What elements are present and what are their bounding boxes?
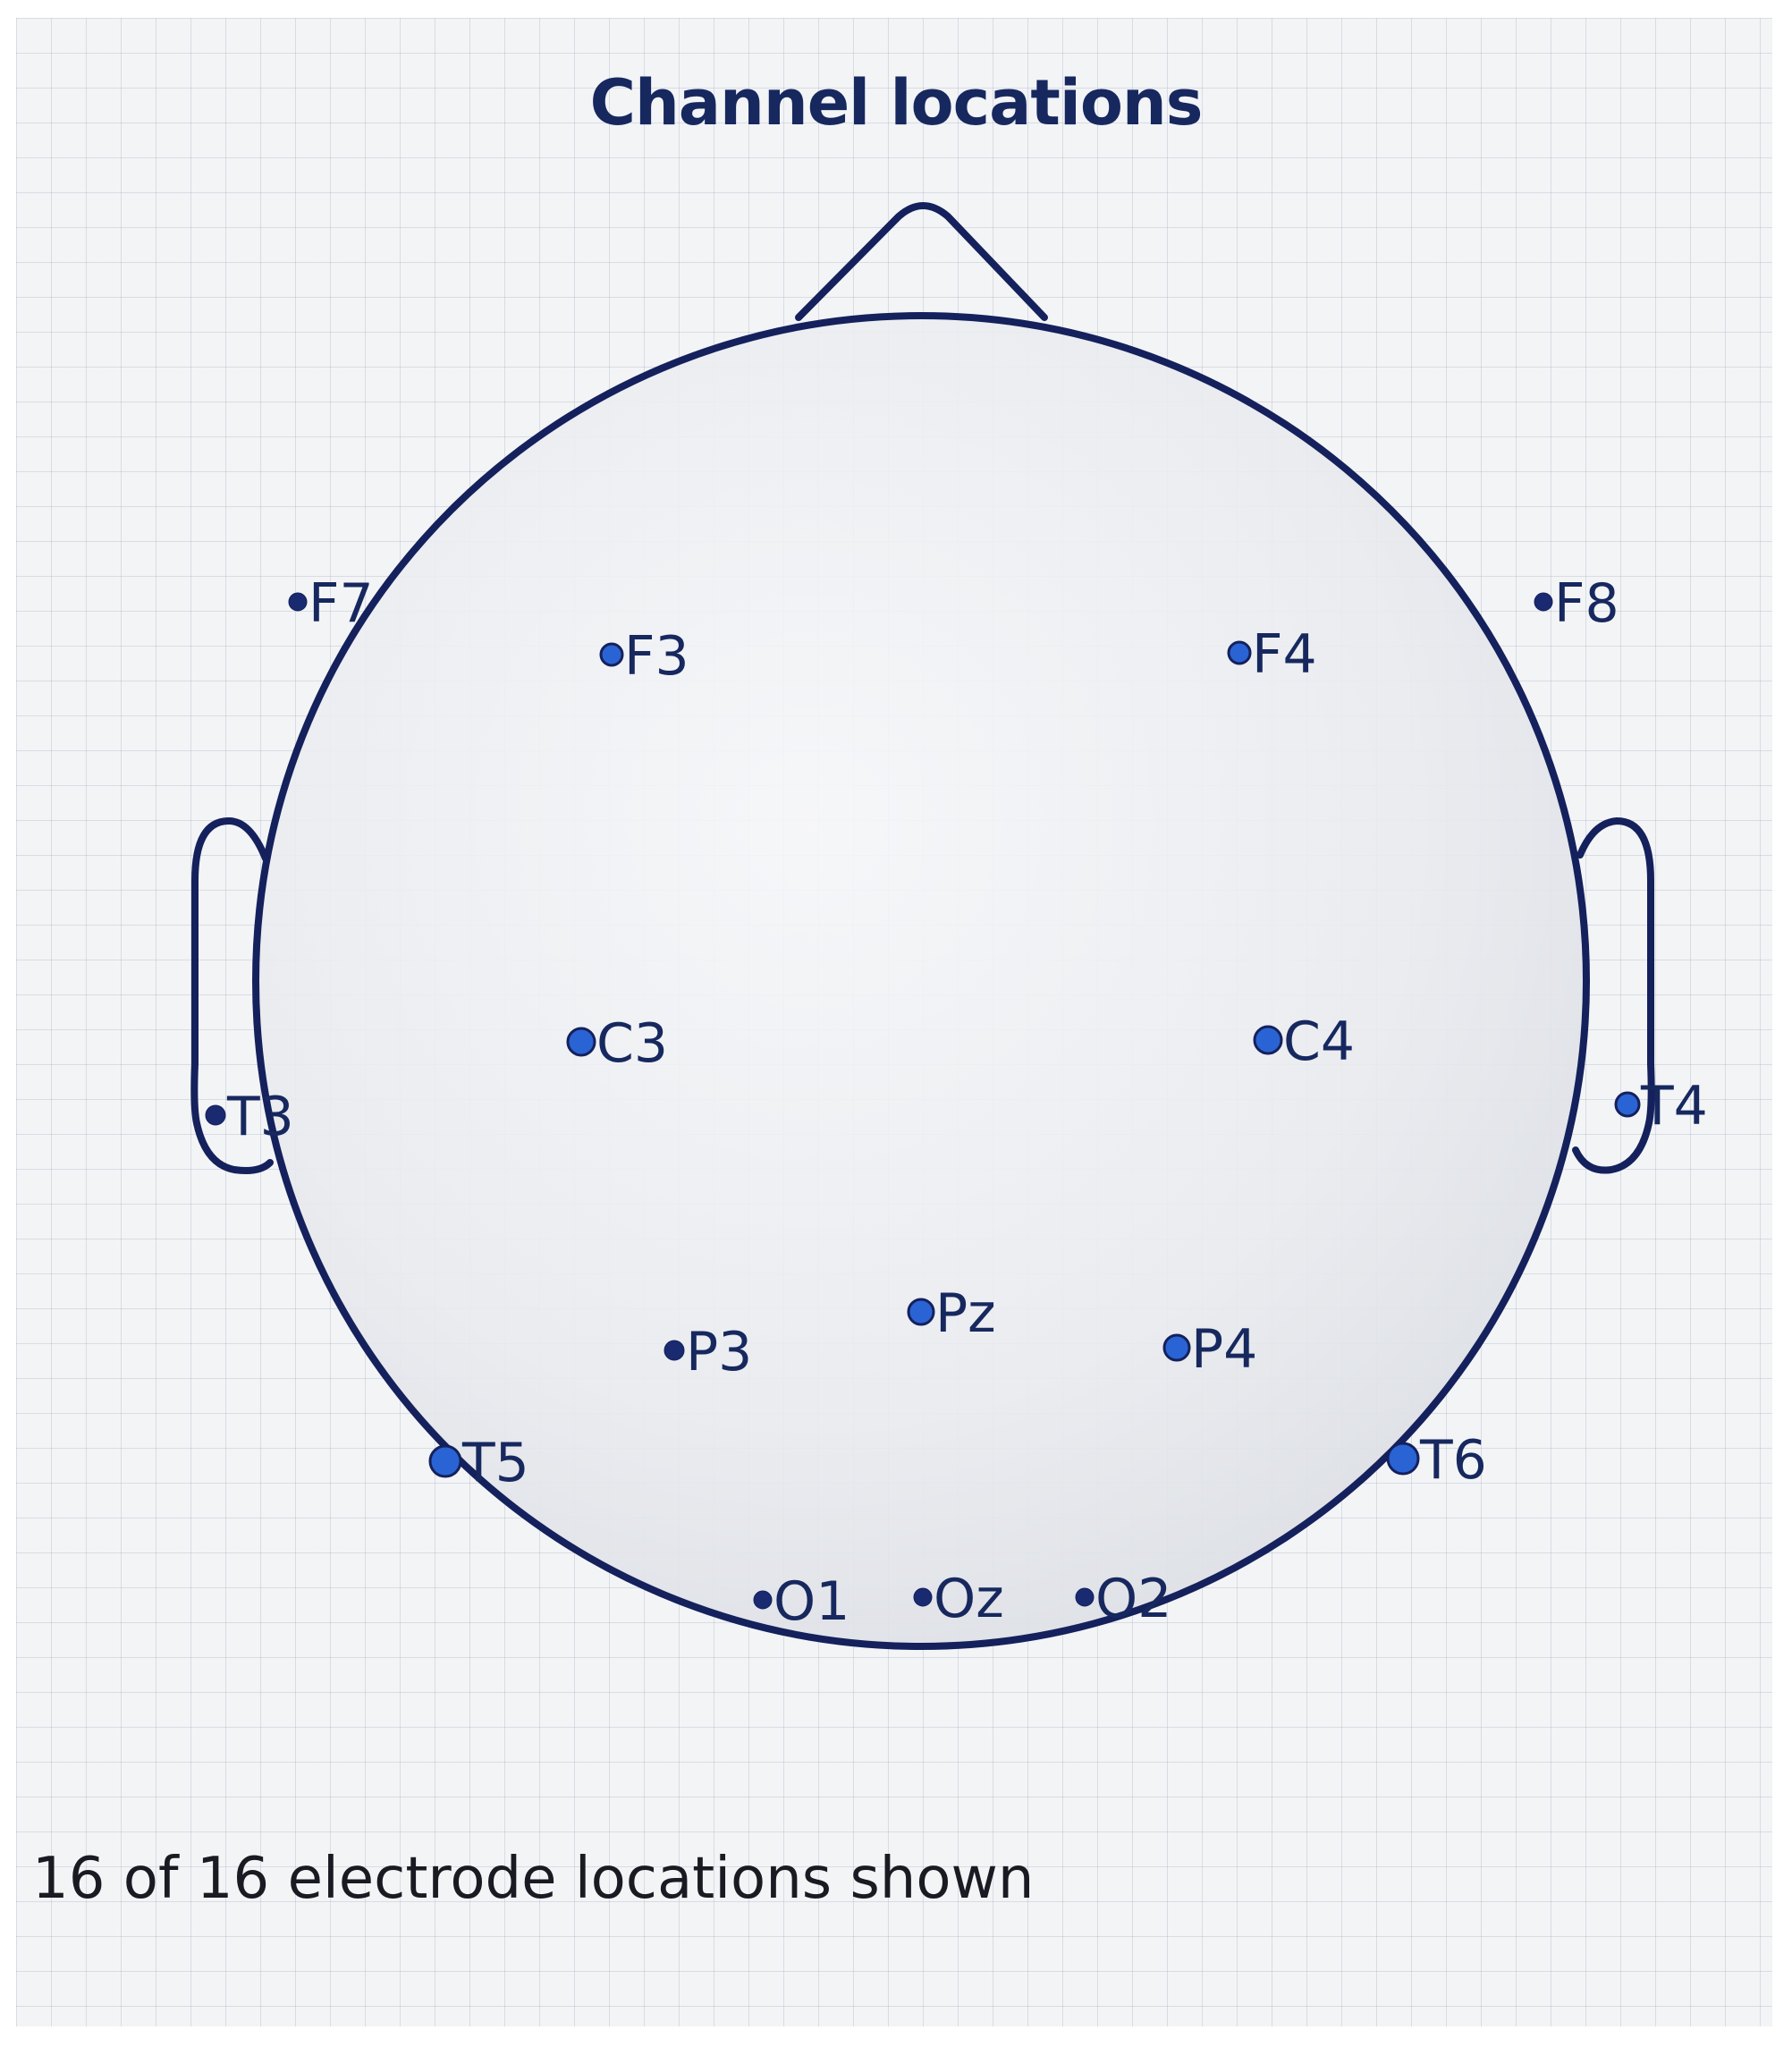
electrode-t5: T5: [428, 1432, 529, 1494]
electrode-label: F7: [309, 572, 374, 635]
nose: [795, 202, 1048, 321]
electrode-f4: F4: [1227, 623, 1317, 686]
electrode-p3: P3: [664, 1321, 752, 1383]
electrode-f7: F7: [288, 572, 374, 635]
electrode-label: T4: [1640, 1075, 1708, 1138]
electrode-dot: [753, 1590, 773, 1610]
head-outline: [252, 312, 1590, 1650]
left-ear-outline: [190, 817, 274, 1174]
electrode-t6: T6: [1386, 1429, 1487, 1492]
electrode-dot: [205, 1104, 226, 1126]
electrode-label: F3: [624, 625, 689, 688]
electrode-o1: O1: [753, 1570, 850, 1633]
electrode-p4: P4: [1162, 1318, 1257, 1381]
electrode-label: F4: [1252, 623, 1317, 686]
channel-count-text: 16 of 16 electrode locations shown: [32, 1846, 1035, 1912]
electrode-c3: C3: [566, 1012, 668, 1075]
electrode-dot: [913, 1587, 933, 1607]
electrode-t4: T4: [1614, 1075, 1708, 1138]
electrode-dot: [907, 1298, 935, 1326]
electrode-dot: [566, 1027, 596, 1057]
electrode-f3: F3: [599, 625, 689, 688]
electrode-label: P3: [686, 1321, 752, 1383]
electrode-oz: Oz: [913, 1568, 1004, 1630]
electrode-label: T5: [461, 1432, 529, 1494]
electrode-dot: [1253, 1025, 1283, 1055]
electrode-c4: C4: [1253, 1011, 1355, 1073]
electrode-label: T3: [226, 1086, 294, 1148]
electrode-label: C3: [596, 1012, 668, 1075]
electrode-pz: Pz: [907, 1282, 996, 1345]
electrode-label: Oz: [934, 1568, 1004, 1630]
electrode-dot: [1534, 592, 1553, 612]
electrode-dot: [288, 592, 308, 612]
electrode-label: T6: [1419, 1429, 1487, 1492]
electrode-o2: O2: [1075, 1568, 1171, 1630]
electrode-t3: T3: [205, 1086, 294, 1148]
electrode-label: O1: [773, 1570, 850, 1633]
electrode-label: C4: [1283, 1011, 1355, 1073]
electrode-label: P4: [1191, 1318, 1257, 1381]
electrode-dot: [1162, 1333, 1191, 1362]
electrode-label: F8: [1554, 572, 1619, 635]
electrode-f8: F8: [1534, 572, 1619, 635]
electrode-dot: [1075, 1587, 1095, 1607]
electrode-dot: [1386, 1442, 1420, 1476]
electrode-dot: [1614, 1091, 1641, 1118]
electrode-dot: [664, 1340, 685, 1361]
electrode-dot: [428, 1444, 462, 1478]
plot-title: Channel locations: [589, 66, 1204, 140]
electrode-dot: [599, 642, 624, 667]
electrode-dot: [1227, 640, 1252, 665]
electrode-label: O2: [1095, 1568, 1171, 1630]
right-ear-outline: [1572, 817, 1655, 1174]
electrode-label: Pz: [935, 1282, 996, 1345]
